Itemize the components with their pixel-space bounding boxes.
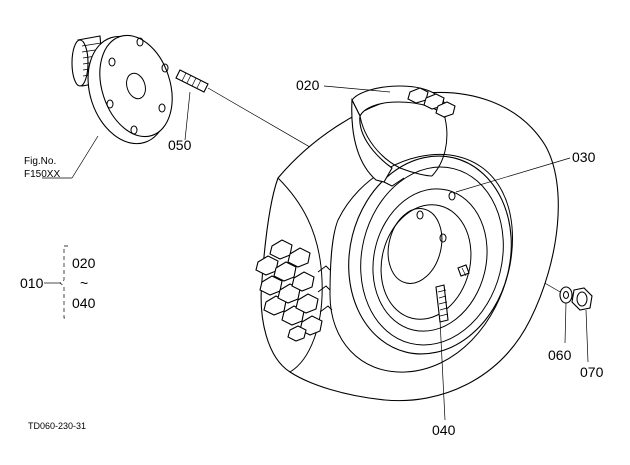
assembly-number: 010 xyxy=(20,275,44,291)
part-label-060: 060 xyxy=(548,347,572,363)
part-label-050: 050 xyxy=(168,137,192,153)
part-label-020: 020 xyxy=(296,77,320,93)
part-label-030: 030 xyxy=(572,149,596,165)
wheel-rim xyxy=(348,155,512,355)
washer xyxy=(559,286,573,304)
stud-bolt xyxy=(175,69,209,93)
inner-tube-flap xyxy=(351,85,456,187)
part-label-070: 070 xyxy=(580,364,604,380)
figure-ref-line2: F150XX xyxy=(24,169,60,180)
drawing-code: TD060-230-31 xyxy=(28,421,86,431)
assembly-range-from: 020 xyxy=(72,255,96,271)
tread-pattern xyxy=(255,239,333,342)
assembly-range-separator: ~ xyxy=(80,275,88,291)
tire-valve xyxy=(435,284,449,323)
assembly-range-to: 040 xyxy=(72,295,96,311)
leader-lines xyxy=(42,85,589,421)
assembly-bracket xyxy=(44,245,68,319)
wheel-nut xyxy=(571,287,593,311)
part-label-040: 040 xyxy=(432,422,456,438)
figure-ref-line1: Fig.No. xyxy=(24,156,56,167)
wheel-hub-flange xyxy=(71,34,173,145)
